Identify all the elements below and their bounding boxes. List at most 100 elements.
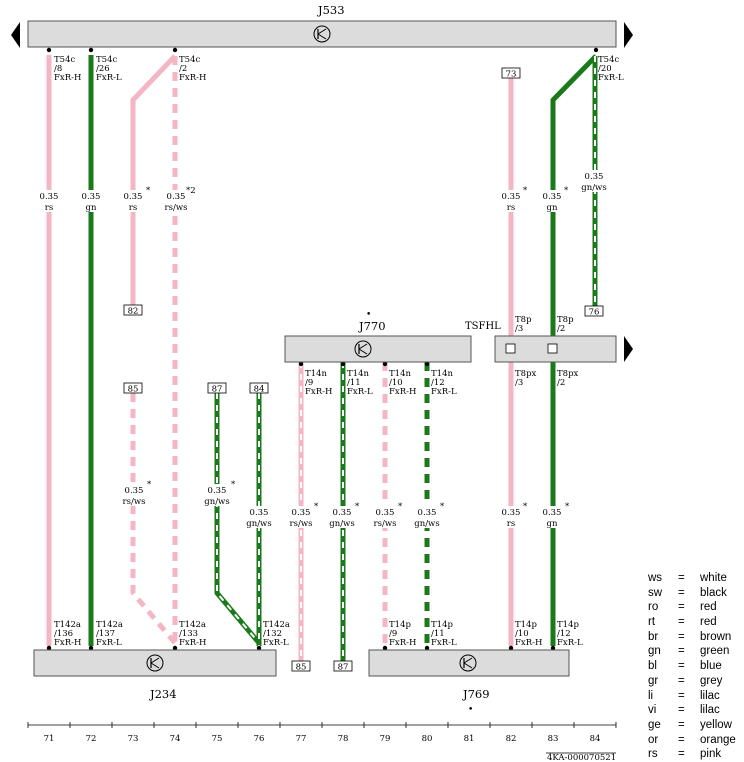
terminal-pin xyxy=(256,645,262,651)
wire-col75-stripe xyxy=(216,393,260,644)
j770-box xyxy=(284,335,472,363)
svg-text:/136: /136 xyxy=(54,629,73,639)
column-number: 73 xyxy=(128,734,139,744)
j533-module[interactable]: J533 xyxy=(11,3,633,48)
ref-box-87-lower[interactable]: 87 xyxy=(333,660,353,673)
j533-label: J533 xyxy=(317,3,345,17)
j234-box xyxy=(33,649,277,677)
column-number: 81 xyxy=(464,734,475,744)
svg-text:T8p: T8p xyxy=(515,315,532,325)
ref-box-84[interactable]: 84 xyxy=(249,382,269,395)
svg-text:FxR-L: FxR-L xyxy=(347,387,373,397)
svg-text:T54c: T54c xyxy=(96,55,117,65)
svg-text:rs/ws: rs/ws xyxy=(290,519,313,529)
svg-text:rs: rs xyxy=(45,203,53,213)
j770-module[interactable]: J770 • xyxy=(284,310,472,363)
svg-text:/2: /2 xyxy=(557,324,565,334)
pin-box-icon xyxy=(505,343,516,354)
svg-text:FxR-H: FxR-H xyxy=(54,638,81,648)
ref-box-85[interactable]: 85 xyxy=(123,382,143,395)
svg-text:0.35: 0.35 xyxy=(40,192,59,202)
ref-box-76[interactable]: 76 xyxy=(584,305,604,318)
legend-row: gn=green xyxy=(648,645,730,658)
ref-box-82[interactable]: 82 xyxy=(123,304,143,317)
terminal-pin xyxy=(88,645,94,651)
svg-text:87: 87 xyxy=(338,663,349,673)
svg-text:T142a: T142a xyxy=(96,620,123,630)
column-number: 82 xyxy=(506,734,517,744)
svg-text:73: 73 xyxy=(506,70,517,80)
svg-text:*: * xyxy=(231,480,236,490)
svg-text:*: * xyxy=(146,186,151,196)
column-number: 75 xyxy=(212,734,223,744)
footer-code: 4KA-000070521 xyxy=(547,753,616,762)
ref-box-85-lower[interactable]: 85 xyxy=(291,660,311,673)
tsfhl-connector[interactable]: TSFHL xyxy=(465,321,633,363)
svg-text:0.35: 0.35 xyxy=(292,508,311,518)
column-number: 83 xyxy=(548,734,559,744)
terminal-pin xyxy=(550,645,556,651)
terminal-pin xyxy=(340,361,346,367)
svg-text:T8px: T8px xyxy=(515,369,537,379)
svg-text:/10: /10 xyxy=(515,629,529,639)
j234-module[interactable]: J234 xyxy=(33,649,277,701)
svg-text:FxR-H: FxR-H xyxy=(389,387,416,397)
j769-label: J769 xyxy=(462,687,490,701)
terminal-pin xyxy=(172,47,178,53)
ref-box-73[interactable]: 73 xyxy=(501,67,521,80)
pin-label-t8px-2: T8px/2 xyxy=(557,369,579,388)
pin-label-t8px-3: T8px/3 xyxy=(515,369,537,388)
svg-text:/8: /8 xyxy=(54,64,62,74)
svg-text:FxR-L: FxR-L xyxy=(598,73,624,83)
svg-text:/2: /2 xyxy=(179,64,187,74)
svg-text:FxR-L: FxR-L xyxy=(431,387,457,397)
wire-col74-lower xyxy=(130,393,177,645)
svg-text:/10: /10 xyxy=(389,378,403,388)
svg-text:*: * xyxy=(355,502,360,512)
column-number: 74 xyxy=(170,734,181,744)
terminal-pin xyxy=(508,645,514,651)
legend-row: bl=blue xyxy=(648,660,722,673)
svg-text:T14p: T14p xyxy=(389,620,411,630)
column-number: 84 xyxy=(590,734,601,744)
wire-col83-upper xyxy=(550,54,598,336)
j769-box xyxy=(368,649,570,677)
svg-text:rs/ws: rs/ws xyxy=(165,203,188,213)
svg-text:0.35: 0.35 xyxy=(250,508,269,518)
svg-text:0.35: 0.35 xyxy=(418,508,437,518)
svg-text:*: * xyxy=(523,186,528,196)
j770-dot: • xyxy=(366,310,371,320)
svg-text:T14n: T14n xyxy=(305,369,327,379)
terminal-pin xyxy=(593,47,599,53)
right-arrow-icon xyxy=(624,336,633,362)
svg-text:/132: /132 xyxy=(263,629,282,639)
svg-text:T14p: T14p xyxy=(515,620,537,630)
svg-text:0.35: 0.35 xyxy=(208,486,227,496)
svg-text:T8px: T8px xyxy=(557,369,579,379)
terminal-pin xyxy=(424,645,430,651)
svg-text:FxR-H: FxR-H xyxy=(54,73,81,83)
j769-module[interactable]: J769 • xyxy=(368,649,570,715)
svg-text:*2: *2 xyxy=(186,186,196,196)
svg-text:*: * xyxy=(565,502,570,512)
ref-box-87[interactable]: 87 xyxy=(207,382,227,395)
svg-text:87: 87 xyxy=(212,385,223,395)
svg-text:gn/ws: gn/ws xyxy=(204,497,229,507)
svg-text:FxR-L: FxR-L xyxy=(263,638,289,648)
svg-text:/9: /9 xyxy=(389,629,397,639)
